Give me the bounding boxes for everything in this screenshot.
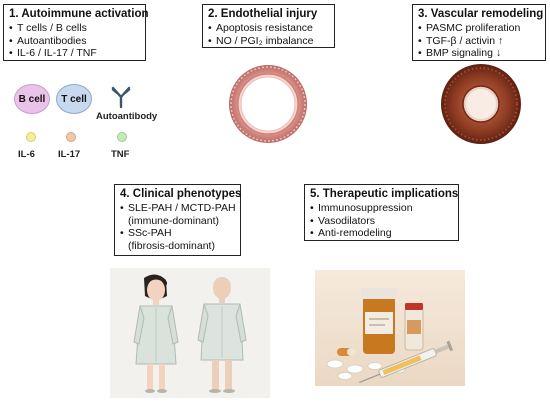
box2-item: NO / PGI₂ imbalance	[208, 35, 329, 48]
tnf-label: TNF	[111, 149, 130, 160]
box4-item: (immune-dominant)	[128, 214, 220, 227]
b-cell-icon: B cell	[14, 84, 50, 114]
box3-title: 3. Vascular remodeling	[418, 8, 544, 20]
b-cell-label: B cell	[18, 93, 46, 105]
box2-title: 2. Endothelial injury	[208, 8, 318, 20]
box4-title: 4. Clinical phenotypes	[120, 188, 242, 200]
autoantibody-label: Autoantibody	[96, 111, 158, 122]
tnf-icon	[117, 132, 127, 142]
box1-title: 1. Autoimmune activation	[9, 8, 149, 20]
box-therapeutic-implications: 5. Therapeutic implications Immunosuppre…	[304, 184, 459, 241]
il6-label: IL-6	[18, 149, 35, 160]
box1-item: Autoantibodies	[9, 35, 140, 48]
box5-title: 5. Therapeutic implications	[310, 188, 459, 200]
box-autoimmune-activation: 1. Autoimmune activation T cells / B cel…	[3, 4, 149, 61]
il6-icon	[26, 132, 36, 142]
box-clinical-phenotypes: 4. Clinical phenotypes SLE-PAH / MCTD-PA…	[114, 184, 241, 256]
box5-item: Immunosuppression	[310, 202, 453, 215]
vessel-normal-icon	[229, 65, 307, 143]
box4-item: SLE-PAH / MCTD-PAH	[120, 202, 236, 215]
il17-label: IL-17	[58, 149, 81, 160]
box4-item: SSc-PAH	[120, 227, 235, 240]
box1-item: IL-6 / IL-17 / TNF	[9, 47, 140, 60]
box3-item: PASMC proliferation	[418, 22, 540, 35]
medications-illustration	[315, 270, 465, 386]
il17-icon	[66, 132, 76, 142]
t-cell-icon: T cell	[56, 84, 92, 114]
box2-item: Apoptosis resistance	[208, 22, 329, 35]
box-vascular-remodeling: 3. Vascular remodeling PASMC proliferati…	[412, 4, 546, 61]
box5-item: Anti-remodeling	[310, 227, 453, 240]
box3-item: TGF-β / activin ↑	[418, 35, 540, 48]
box5-item: Vasodilators	[310, 215, 453, 228]
box4-item: (fibrosis-dominant)	[128, 239, 215, 252]
box3-item: BMP signaling ↓	[418, 47, 540, 60]
patients-illustration	[110, 268, 270, 398]
t-cell-label: T cell	[61, 93, 87, 105]
antibody-icon	[111, 86, 131, 109]
vessel-remodeled-icon	[441, 64, 521, 144]
box1-item: T cells / B cells	[9, 22, 140, 35]
box-endothelial-injury: 2. Endothelial injury Apoptosis resistan…	[202, 4, 335, 48]
